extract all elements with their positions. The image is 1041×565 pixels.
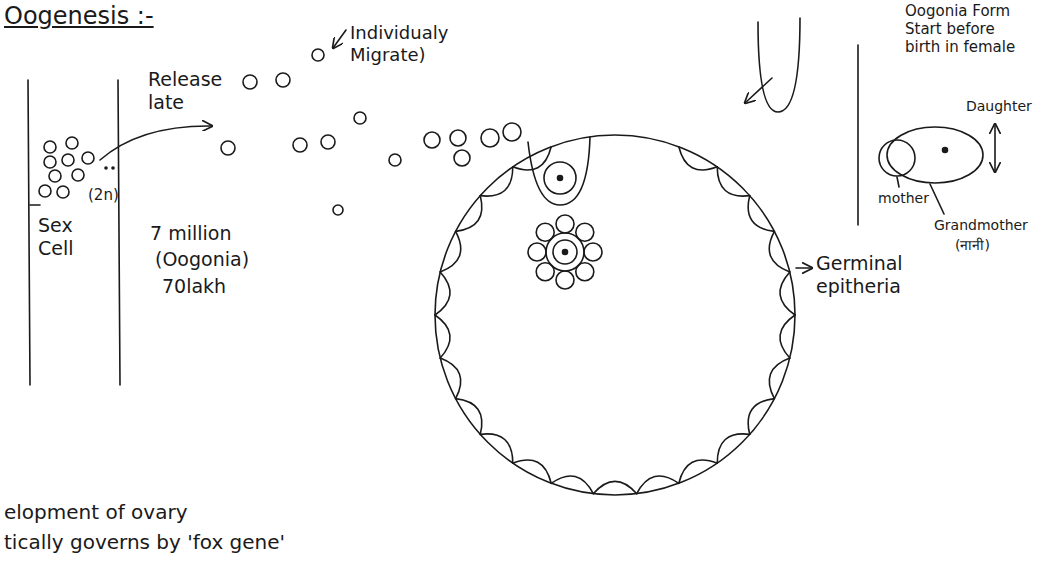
part-label: Sex Cell [38, 214, 88, 260]
epithelium-scallop [513, 460, 551, 483]
epithelium-scallop [480, 167, 512, 196]
epithelium-scallop [435, 315, 450, 358]
epithelium-scallop [593, 481, 636, 493]
granulosa-cell [528, 243, 546, 261]
mother-leader [897, 177, 899, 187]
epithelium-leader [796, 267, 812, 269]
body-line [28, 80, 30, 385]
epithelium-scallop [513, 147, 551, 170]
epithelium-scallop [440, 231, 461, 272]
title: Oogenesis :- [4, 2, 154, 31]
mother-cell [879, 140, 915, 176]
epithelium-scallop [456, 399, 482, 435]
epithelium-scallop [748, 399, 774, 435]
release-arrow [100, 126, 212, 160]
epithelium-scallop [440, 358, 461, 399]
granulosa-cell [556, 215, 574, 233]
pointer-arrow [745, 78, 772, 103]
daughter-body [887, 127, 983, 183]
nucleus [943, 148, 948, 153]
part-label: Daughter [966, 98, 1032, 115]
epithelium-scallop [679, 460, 717, 483]
epithelium-scallop [769, 358, 790, 399]
granulosa-cell [576, 223, 594, 241]
epithelium-scallop [717, 167, 749, 196]
epithelium-scallop [456, 196, 482, 232]
u-shape [758, 18, 800, 112]
epithelium-scallop [780, 272, 795, 315]
body-line [30, 204, 40, 206]
body-line [857, 45, 859, 225]
epithelium-scallop [551, 476, 593, 494]
annotation: Release late [148, 68, 220, 114]
count-label: 70lakh [162, 275, 226, 298]
annotation: Individualy Migrate) [350, 22, 470, 65]
generation-arrow [994, 124, 996, 172]
granulosa-cell [556, 271, 574, 289]
sex-cells [39, 137, 94, 198]
body-line [118, 80, 120, 385]
part-label: Germinal epitheria [816, 252, 926, 298]
epithelium-scallop [717, 434, 749, 463]
part-label: (नानी) [955, 237, 990, 254]
note: elopment of ovary [4, 500, 187, 524]
part-label: Grandmother [934, 217, 1028, 234]
granulosa-cell [536, 223, 554, 241]
epithelium-scallop [480, 434, 512, 463]
migrating-oogonia [221, 49, 521, 215]
annotation: (2n) [88, 186, 119, 204]
epithelium-scallop [679, 147, 717, 170]
note: Oogonia Form Start before birth in femal… [905, 2, 1030, 56]
dots [104, 166, 115, 170]
epithelium-scallop [435, 272, 450, 315]
epithelium-scallop [769, 231, 790, 272]
count-label: 7 million [150, 222, 231, 245]
invagination [528, 137, 590, 205]
grandmother-leader [930, 184, 944, 214]
epithelium-scallop [748, 196, 774, 232]
note: tically governs by 'fox gene' [4, 530, 285, 554]
migrate-arrow [333, 30, 346, 48]
granulosa-cell [576, 263, 594, 281]
epithelium-scallop [637, 476, 679, 494]
granulosa-cell [536, 263, 554, 281]
ovary [435, 135, 795, 495]
epithelium-scallop [780, 315, 795, 358]
part-label: (Oogonia) [155, 248, 249, 271]
part-label: mother [878, 190, 929, 207]
granulosa-cell [584, 243, 602, 261]
